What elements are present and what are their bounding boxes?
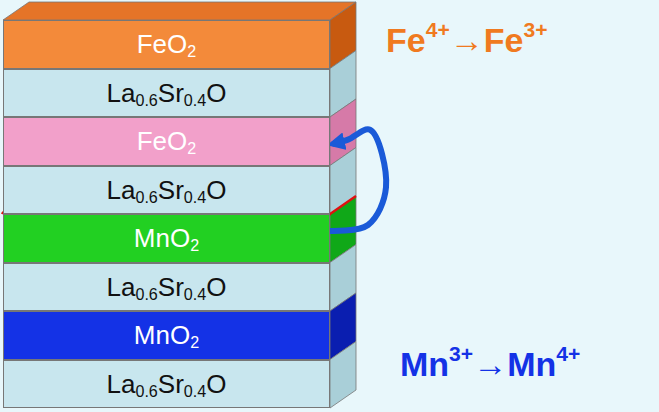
top-face — [3, 2, 356, 20]
layer-formula: La0.6Sr0.4O — [107, 371, 227, 397]
layer-band: La0.6Sr0.4O — [3, 69, 330, 118]
layer-band: La0.6Sr0.4O — [3, 360, 330, 409]
layer-formula: MnO2 — [134, 322, 199, 348]
layer-band: MnO2 — [3, 214, 330, 263]
layer-band: La0.6Sr0.4O — [3, 166, 330, 215]
layer-formula: FeO2 — [137, 31, 197, 57]
layer-formula: FeO2 — [137, 128, 197, 154]
layer-formula: La0.6Sr0.4O — [107, 80, 227, 106]
layer-band: FeO2 — [3, 20, 330, 69]
layer-formula: MnO2 — [134, 225, 199, 251]
side-face — [330, 342, 356, 409]
layer-band: MnO2 — [3, 311, 330, 360]
reaction-label: Fe4+→Fe3+ — [386, 22, 547, 59]
layer-formula: La0.6Sr0.4O — [107, 274, 227, 300]
layer-band: La0.6Sr0.4O — [3, 263, 330, 312]
transfer-arrow — [330, 129, 386, 231]
layer-formula: La0.6Sr0.4O — [107, 177, 227, 203]
layer-band: FeO2 — [3, 117, 330, 166]
reaction-label: Mn3+→Mn4+ — [400, 346, 580, 383]
